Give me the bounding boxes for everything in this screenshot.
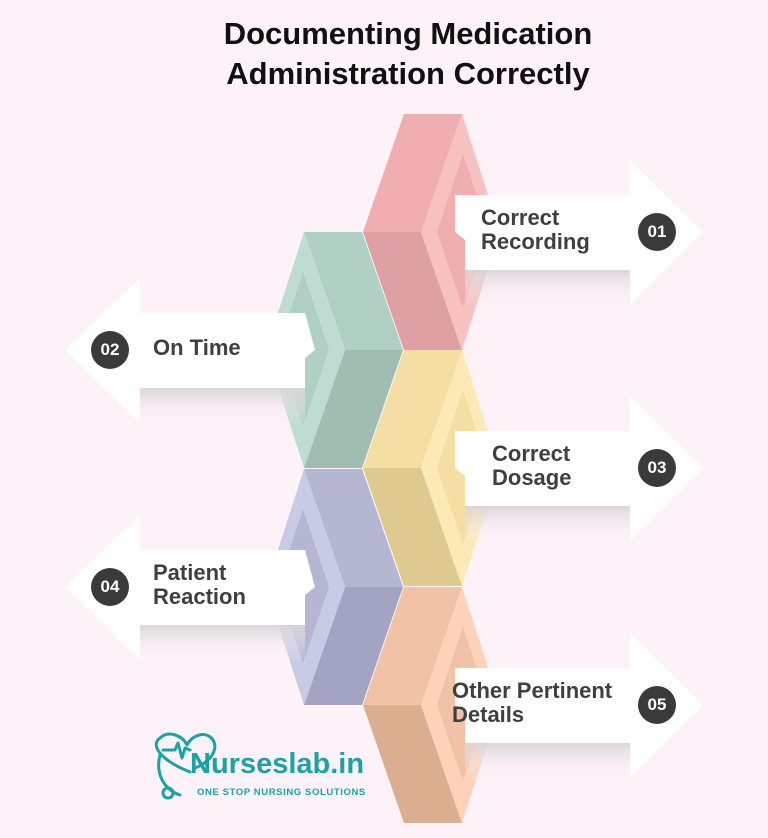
block-lower-face [363,468,462,586]
arrow-shape [455,396,703,541]
block-lower-face [363,232,462,350]
item-label-line: Other Pertinent [452,678,613,703]
arrow-shape [455,160,703,305]
page-title: Documenting Medication Administration Co… [150,14,666,94]
block-upper-face [363,350,462,468]
logo-name: Nurseslab.in [190,748,365,780]
number-badge-04: 04 [91,568,129,606]
number-badge-05: 05 [638,686,676,724]
arrow-shape [65,278,315,423]
arrow-shape [65,515,315,660]
arrow-shape [455,633,703,778]
block-upper-face [363,114,462,232]
arrow-01 [455,160,703,307]
item-label-line: Reaction [153,584,246,609]
title-line-2: Administration Correctly [226,56,590,91]
item-label-line: Recording [481,229,590,254]
number-badge-01: 01 [638,213,676,251]
block-upper-face [363,587,462,705]
title-line-1: Documenting Medication [223,16,593,51]
block-lower-face [304,587,403,705]
number-badge-02: 02 [91,331,129,369]
arrow-05 [455,633,703,780]
item-label-line: Dosage [492,465,572,490]
arrow-shadow [140,625,305,662]
block-upper-face [304,469,403,587]
number-badge-03: 03 [638,449,676,487]
arrow-02 [65,278,315,425]
block-lower-face [304,350,403,468]
arrow-shadow [465,270,630,307]
block-lower-face [363,705,462,823]
item-label-line: On Time [153,335,241,360]
logo-icon [154,732,217,800]
logo-tagline: ONE STOP NURSING SOLUTIONS [197,787,366,798]
block-upper-face [304,232,403,350]
item-label-02: On Time [153,336,241,360]
arrow-shadow [465,506,630,543]
item-label-line: Patient [153,560,227,585]
arrow-03 [455,396,703,543]
item-label-line: Correct [481,205,560,230]
arrow-04 [65,515,315,662]
item-label-line: Correct [492,441,571,466]
item-label-line: Details [452,702,525,727]
arrow-shadow [140,388,305,425]
arrow-shadow [465,743,630,780]
